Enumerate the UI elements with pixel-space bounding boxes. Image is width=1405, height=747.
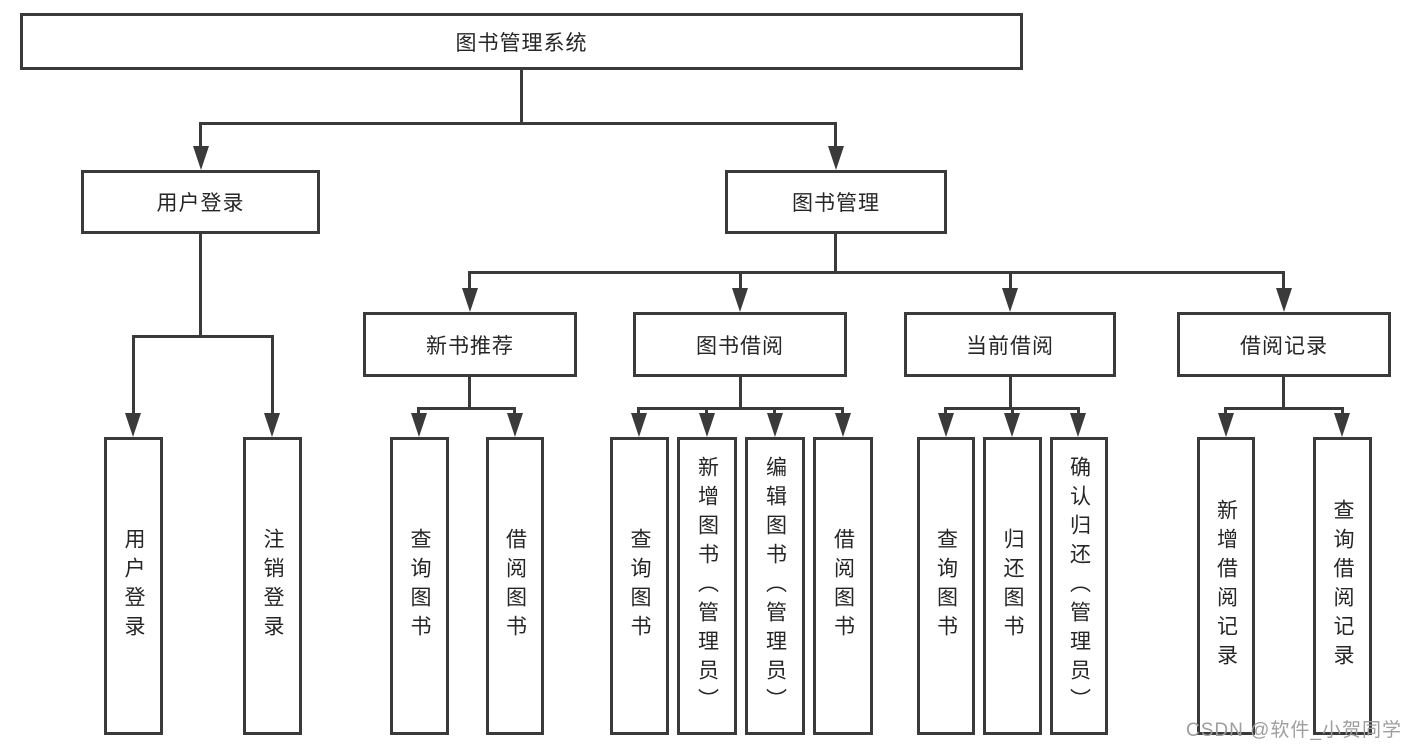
watermark-csdn: CSDN @软件_小贺同学	[1186, 720, 1402, 741]
leaf-label: 注销登录	[261, 528, 284, 644]
arrow-down-icon	[507, 413, 523, 437]
connector-line	[739, 271, 742, 288]
arrow-down-icon	[828, 146, 844, 170]
arrow-down-icon	[835, 413, 851, 437]
connector-line	[417, 407, 516, 410]
node-label: 新书推荐	[426, 334, 514, 358]
connector-line	[637, 407, 640, 413]
connector-line	[271, 335, 274, 413]
node-borrowing-records: 借阅记录	[1177, 312, 1391, 377]
connector-line	[1282, 377, 1285, 407]
arrow-down-icon	[732, 288, 748, 312]
connector-line	[1341, 407, 1344, 413]
connector-line	[199, 122, 837, 125]
leaf-confirm-return-admin: 确认归还（管理员）	[1050, 437, 1108, 735]
leaf-user-login: 用户登录	[104, 437, 163, 735]
leaf-label: 新增图书（管理员）	[695, 455, 719, 717]
node-book-borrowing: 图书借阅	[633, 312, 847, 377]
leaf-label: 查询借阅记录	[1331, 499, 1354, 673]
arrow-down-icon	[938, 413, 954, 437]
arrow-down-icon	[1276, 288, 1292, 312]
leaf-query-books-borrowing: 查询图书	[610, 437, 669, 735]
connector-line	[1224, 407, 1227, 413]
connector-line	[417, 407, 420, 413]
arrow-down-icon	[193, 146, 209, 170]
arrow-down-icon	[699, 413, 715, 437]
node-label: 图书管理系统	[455, 31, 588, 55]
connector-line	[841, 407, 844, 413]
arrow-down-icon	[411, 413, 427, 437]
leaf-label: 借阅图书	[503, 528, 527, 644]
node-book-management: 图书管理	[725, 170, 947, 234]
connector-line	[739, 377, 742, 407]
connector-line	[468, 271, 1285, 274]
connector-line	[199, 233, 202, 335]
connector-line	[132, 335, 135, 413]
leaf-edit-book-admin: 编辑图书（管理员）	[745, 437, 805, 735]
leaf-return-books: 归还图书	[983, 437, 1042, 735]
leaf-label: 查询图书	[408, 528, 431, 644]
connector-line	[468, 377, 471, 407]
leaf-borrow-books: 借阅图书	[813, 437, 873, 735]
leaf-label: 查询图书	[934, 528, 958, 644]
connector-line	[705, 407, 708, 413]
node-user-login: 用户登录	[81, 170, 320, 234]
arrow-down-icon	[767, 413, 783, 437]
leaf-label: 确认归还（管理员）	[1067, 455, 1091, 717]
leaf-query-books-current: 查询图书	[917, 437, 975, 735]
connector-line	[834, 122, 837, 146]
arrow-down-icon	[1334, 413, 1350, 437]
node-label: 图书管理	[792, 192, 880, 215]
arrow-down-icon	[1002, 288, 1018, 312]
arrow-down-icon	[1070, 413, 1086, 437]
leaf-label: 新增借阅记录	[1214, 499, 1238, 673]
node-current-borrowing: 当前借阅	[904, 312, 1116, 377]
arrow-down-icon	[631, 413, 647, 437]
node-library-management-system: 图书管理系统	[20, 13, 1023, 70]
leaf-query-borrow-record: 查询借阅记录	[1313, 437, 1372, 735]
connector-line	[834, 234, 837, 271]
node-label: 借阅记录	[1240, 334, 1328, 358]
connector-line	[1009, 271, 1012, 288]
leaf-logout: 注销登录	[243, 437, 302, 735]
leaf-label: 查询图书	[628, 528, 651, 644]
leaf-label: 用户登录	[122, 528, 145, 644]
connector-line	[520, 70, 523, 122]
node-new-book-recommendation: 新书推荐	[363, 312, 577, 377]
leaf-add-book-admin: 新增图书（管理员）	[677, 437, 737, 735]
leaf-label: 编辑图书（管理员）	[763, 455, 787, 717]
connector-line	[1282, 271, 1285, 288]
connector-line	[944, 407, 947, 413]
leaf-label: 借阅图书	[831, 528, 855, 644]
leaf-label: 归还图书	[1001, 528, 1024, 644]
connector-line	[1077, 407, 1080, 413]
arrow-down-icon	[1218, 413, 1234, 437]
arrow-down-icon	[125, 413, 141, 437]
node-label: 图书借阅	[696, 334, 784, 358]
connector-line	[1224, 407, 1344, 410]
node-label: 用户登录	[156, 192, 245, 215]
arrow-down-icon	[462, 288, 478, 312]
connector-line	[1011, 407, 1014, 413]
connector-line	[513, 407, 516, 413]
connector-line	[132, 335, 274, 338]
node-label: 当前借阅	[966, 334, 1054, 358]
leaf-add-borrow-record: 新增借阅记录	[1197, 437, 1255, 735]
arrow-down-icon	[264, 413, 280, 437]
connector-line	[637, 407, 844, 410]
leaf-query-books-recommend: 查询图书	[390, 437, 449, 735]
connector-line	[773, 407, 776, 413]
leaf-borrow-books-recommend: 借阅图书	[486, 437, 544, 735]
connector-line	[199, 122, 202, 146]
connector-line	[468, 271, 471, 288]
connector-line	[1009, 377, 1012, 407]
arrow-down-icon	[1004, 413, 1020, 437]
